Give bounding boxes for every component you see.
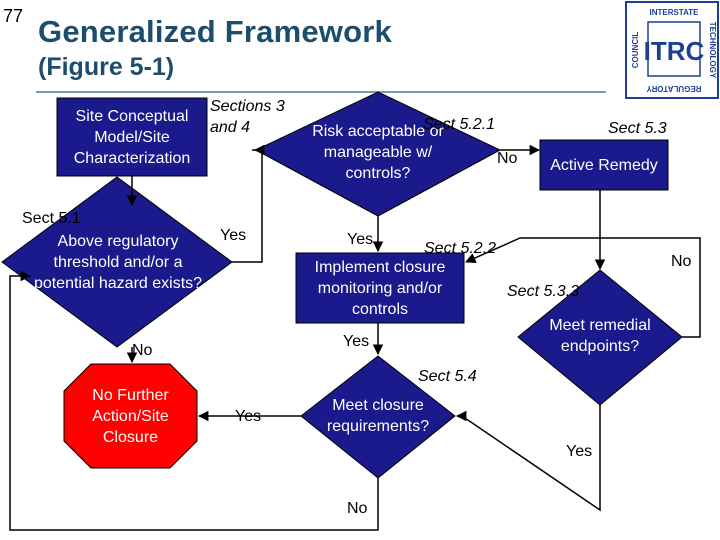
connector-remedial-no [465,237,701,338]
label-closure-yes: Yes [235,408,262,425]
risk-text: Risk acceptable or manageable w/ control… [312,122,444,182]
label-sect-5-2-2: Sect 5.2.2 [424,240,497,257]
stop-box [63,363,198,469]
active-remedy-text: Active Remedy [550,156,658,174]
label-sections-3-4: Sections 3 and 4 [210,98,285,136]
label-threshold-yes: Yes [220,227,247,244]
closure-text: Meet closure requirements? [326,397,430,435]
label-risk-yes: Yes [347,231,374,248]
connector-threshold-yes [232,149,263,263]
slide-number: 77 [3,6,24,26]
slide-subtitle: (Figure 5-1) [38,53,175,81]
site-model-text: Site Conceptual Model/Site Characterizat… [73,107,191,167]
connector-closure-no [9,270,379,531]
implement-box [295,252,465,324]
label-sect-5-1: Sect 5.1 [22,210,81,227]
label-risk-no: No [497,150,518,167]
threshold-decision [1,176,233,348]
logo-ring-text-right: TECHNOLOGY [708,22,717,79]
title-divider [36,91,606,93]
label-sect-5-2-1: Sect 5.2.1 [423,116,496,133]
label-closure-no: No [347,500,368,517]
logo-ring-text-left: COUNCIL [631,32,640,69]
itrc-logo: ITRC INTERSTATE REGULATORY TECHNOLOGY CO… [625,1,719,99]
label-remedial-no: No [671,253,692,270]
active-remedy-box [539,139,669,191]
site-model-box [56,97,208,177]
stop-text: No Further Action/Site Closure [92,386,169,446]
threshold-text: Above regulatory threshold and/or a pote… [33,233,203,292]
logo-brand: ITRC [644,36,705,66]
connector-remedial-yes [455,405,601,512]
slide-title: Generalized Framework [38,14,392,49]
remedial-text: Meet remedial endpoints? [549,317,651,355]
label-threshold-no: No [132,342,153,359]
logo-ring-text-top: INTERSTATE [649,8,699,17]
label-sect-5-3-3: Sect 5.3.3 [507,283,580,300]
implement-text: Implement closure monitoring and/or cont… [314,258,446,318]
logo-ring-text-bottom: REGULATORY [646,84,702,93]
label-sect-5-4: Sect 5.4 [418,368,477,385]
label-remedial-yes: Yes [566,443,593,460]
label-sect-5-3: Sect 5.3 [608,120,667,137]
label-implement-yes: Yes [343,333,370,350]
